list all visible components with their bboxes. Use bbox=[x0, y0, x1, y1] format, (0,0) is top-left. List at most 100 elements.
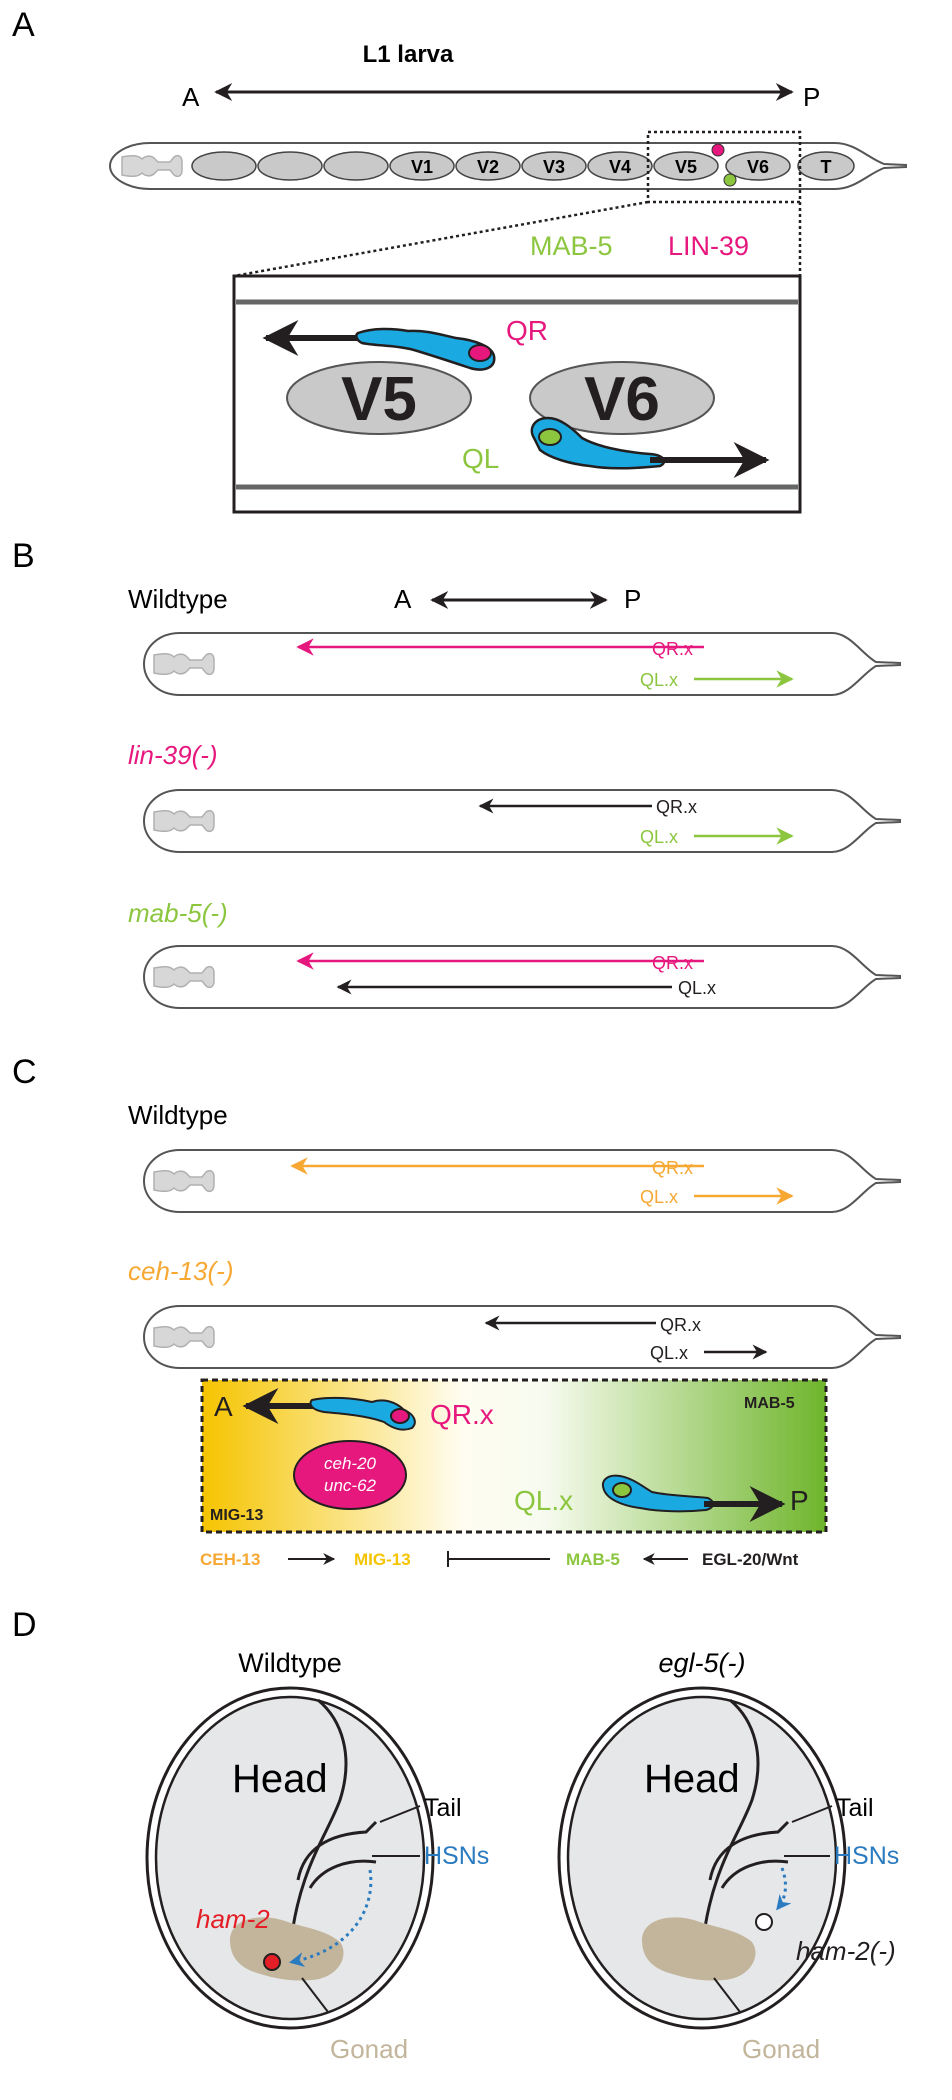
segment-label-v5: V5 bbox=[675, 157, 697, 177]
box-anterior-label: A bbox=[214, 1391, 233, 1422]
panel-b-letter: B bbox=[12, 537, 35, 575]
panel-a-mab5-label: MAB-5 bbox=[530, 231, 613, 261]
panel-d-egl5-embryo: egl-5(-) Head Tail HSNs ham-2(-) Gonad bbox=[557, 1648, 899, 2064]
zoom-ql-label: QL bbox=[462, 443, 499, 474]
box-qr-nucleus bbox=[390, 1408, 410, 1424]
panel-c-ceh13-ql-label: QL.x bbox=[650, 1343, 688, 1363]
ql-nucleus bbox=[538, 428, 562, 446]
panel-c-ceh13-label: ceh-13(-) bbox=[128, 1256, 233, 1286]
panel-b-axis-anterior: A bbox=[394, 584, 412, 614]
panel-d-egl5-genotype: egl-5(-) bbox=[658, 1648, 745, 1678]
qr-cell bbox=[355, 327, 496, 371]
panel-c-wt-label: Wildtype bbox=[128, 1100, 228, 1130]
panel-b-mab5-qr-label: QR.x bbox=[652, 953, 693, 973]
panel-b-lin39-qr-label: QR.x bbox=[656, 797, 697, 817]
segment-v4 bbox=[587, 151, 653, 181]
zoom-qr-label: QR bbox=[506, 315, 548, 346]
segment-label-v4: V4 bbox=[609, 157, 631, 177]
panel-b-mab5-worm bbox=[142, 945, 901, 1009]
panel-c-letter: C bbox=[12, 1053, 37, 1091]
panel-b-wt-pharynx bbox=[153, 652, 215, 676]
panel-c-wt-ql-label: QL.x bbox=[640, 1187, 678, 1207]
zoom-v5-label: V5 bbox=[341, 365, 417, 434]
egl5-tail-fold bbox=[708, 1820, 790, 1881]
box-posterior-label: P bbox=[790, 1485, 809, 1516]
panel-a-zoom-box: V5 V6 QR QL bbox=[232, 274, 802, 514]
zoom-v6-label: V6 bbox=[584, 365, 660, 434]
egl5-gonad-pointer bbox=[713, 1977, 741, 2013]
segment-label-v1: V1 bbox=[411, 157, 433, 177]
box-mab5-label: MAB-5 bbox=[744, 1395, 795, 1412]
panel-a-title: L1 larva bbox=[363, 41, 454, 68]
panel-a-lin39-label: LIN-39 bbox=[668, 231, 749, 261]
pathway-ceh13: CEH-13 bbox=[200, 1550, 260, 1569]
box-qr-cell bbox=[309, 1396, 416, 1431]
panel-d-letter: D bbox=[12, 1606, 37, 1644]
wt-ham2-label: ham-2 bbox=[196, 1904, 270, 1934]
segment-v3 bbox=[521, 151, 587, 181]
box-cofactor-2: unc-62 bbox=[324, 1476, 377, 1495]
panel-c-ceh13-pharynx bbox=[153, 1325, 215, 1349]
zoom-v6-cell bbox=[529, 361, 715, 435]
wt-gonad-label: Gonad bbox=[330, 2034, 408, 2064]
panel-a-axis-posterior: P bbox=[803, 82, 820, 112]
panel-a-qr-dot bbox=[711, 143, 725, 157]
panel-a-pharynx bbox=[121, 154, 183, 178]
panel-c-pathway: CEH-13 MIG-13 MAB-5 EGL-20/Wnt bbox=[200, 1550, 799, 1569]
panel-a-zoom-region bbox=[646, 130, 802, 204]
panel-a-segments bbox=[191, 151, 855, 181]
ql-cell bbox=[530, 416, 666, 470]
panel-c-wt-pharynx bbox=[153, 1169, 215, 1193]
egl5-head-label: Head bbox=[644, 1757, 740, 1801]
wt-gonad-pointer bbox=[301, 1977, 329, 2013]
segment-label-v3: V3 bbox=[543, 157, 565, 177]
egl5-tail-fold-2 bbox=[720, 1859, 789, 1889]
zoom-line-left bbox=[233, 200, 649, 278]
wt-hsns-label: HSNs bbox=[424, 1842, 489, 1870]
egl5-embryo bbox=[566, 1695, 838, 2021]
panel-b-wt-qr-label: QR.x bbox=[652, 639, 693, 659]
panel-b-lin39-label: lin-39(-) bbox=[128, 740, 218, 770]
panel-b-lin39-pharynx bbox=[153, 809, 215, 833]
panel-b-wt-worm bbox=[142, 632, 901, 696]
box-ql-cell bbox=[602, 1474, 714, 1513]
panel-b-mab5-pharynx bbox=[153, 965, 215, 989]
pathway-mab5: MAB-5 bbox=[566, 1550, 620, 1569]
wt-embryo bbox=[154, 1695, 426, 2021]
segment-label-v6: V6 bbox=[747, 157, 769, 177]
panel-c-wt-qr-label: QR.x bbox=[652, 1158, 693, 1178]
zoom-v5-cell bbox=[286, 361, 472, 435]
wt-tail-label: Tail bbox=[424, 1794, 462, 1822]
segment-label-t: T bbox=[821, 157, 832, 177]
egl5-hsn-migration bbox=[776, 1867, 792, 1911]
segment-v2 bbox=[455, 151, 521, 181]
panel-b-lin39-ql-label: QL.x bbox=[640, 827, 678, 847]
egl5-gonad-label: Gonad bbox=[742, 2034, 820, 2064]
panel-c-gradient-box: MAB-5 MIG-13 A P QR.x ceh-20 unc-62 QL.x bbox=[200, 1378, 828, 1534]
wt-gonad bbox=[230, 1917, 344, 1981]
box-qr-label: QR.x bbox=[430, 1399, 494, 1430]
box-cofactor-1: ceh-20 bbox=[324, 1454, 377, 1473]
egl5-hsns-label: HSNs bbox=[834, 1842, 899, 1870]
segment-v6 bbox=[725, 151, 791, 181]
egl5-ham2-label: ham-2(-) bbox=[796, 1936, 896, 1966]
panel-b-mab5-label: mab-5(-) bbox=[128, 898, 228, 928]
pathway-egl20: EGL-20/Wnt bbox=[702, 1550, 799, 1569]
panel-d-wt-genotype: Wildtype bbox=[238, 1648, 342, 1678]
panel-a-ql-dot bbox=[723, 173, 737, 187]
panel-b-lin39-worm bbox=[142, 789, 901, 853]
panel-a-letter: A bbox=[12, 6, 35, 44]
segment-t bbox=[797, 151, 855, 181]
segment-unlabeled-1 bbox=[191, 151, 257, 181]
egl5-body-curve bbox=[700, 1698, 760, 1951]
wt-head-label: Head bbox=[232, 1757, 328, 1801]
panel-c-ceh13-qr-label: QR.x bbox=[660, 1315, 701, 1335]
box-ql-nucleus bbox=[612, 1482, 632, 1498]
wt-tail-fold-2 bbox=[308, 1859, 377, 1889]
segment-v5 bbox=[653, 151, 719, 181]
egl5-tail-pointer bbox=[791, 1805, 833, 1823]
box-mig13-label: MIG-13 bbox=[210, 1507, 263, 1524]
segment-label-v2: V2 bbox=[477, 157, 499, 177]
segment-unlabeled-3 bbox=[323, 151, 389, 181]
